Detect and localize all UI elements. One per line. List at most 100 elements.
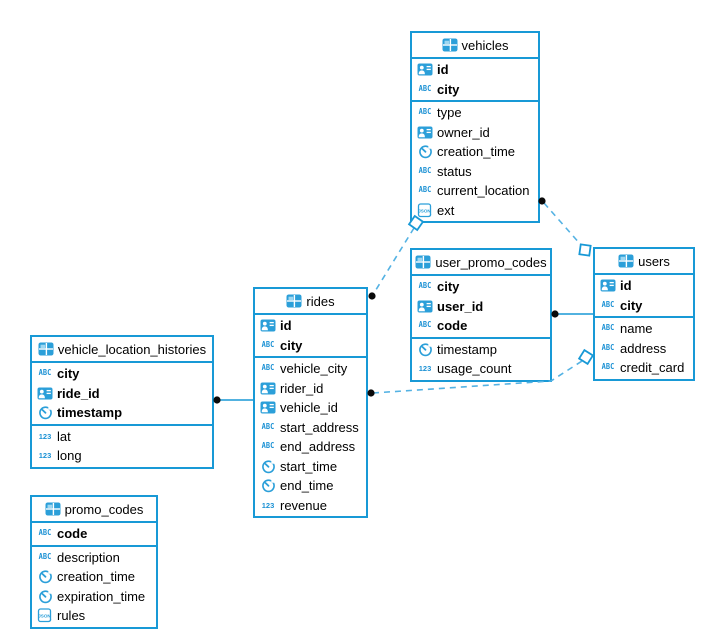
id-card-icon [259,401,277,414]
field-label: expiration_time [57,588,146,604]
table-title: rides [306,293,335,309]
field-label: city [280,337,303,353]
field-label: name [620,321,653,337]
text-type-icon: ABC [38,552,52,562]
table-grid-icon [442,38,458,52]
field-label: city [57,366,80,382]
field-label: start_address [280,419,359,435]
field-row-lat[interactable]: 123 lat [32,426,212,446]
time-icon [36,569,54,584]
table-header[interactable]: vehicle_location_histories [32,337,212,363]
svg-text:JSON: JSON [38,614,51,619]
field-row-creation_time[interactable]: creation_time [32,567,156,587]
field-row-id[interactable]: id [595,276,693,296]
field-row-id[interactable]: id [255,316,366,336]
field-label: revenue [280,497,327,513]
field-label: vehicle_city [280,361,348,377]
text-type-icon: ABC [601,300,615,310]
svg-text:JSON: JSON [418,208,431,213]
field-label: lat [57,428,71,444]
field-row-id[interactable]: id [412,60,538,80]
time-icon [416,144,434,159]
field-row-ride_id[interactable]: ride_id [32,383,212,403]
table-title: promo_codes [64,501,144,517]
field-row-timestamp[interactable]: timestamp [412,339,550,359]
table-header[interactable]: promo_codes [32,497,156,523]
number-icon: 123 [418,364,432,373]
field-label: rider_id [280,380,324,396]
text-type-icon: ABC [38,368,52,378]
field-row-timestamp[interactable]: timestamp [32,403,212,423]
table-title: user_promo_codes [435,254,547,270]
text-type-icon: ABC [38,528,52,538]
text-type-icon: ABC [601,343,615,353]
field-row-ext[interactable]: JSON ext [412,200,538,220]
number-icon: 123 [38,431,52,441]
time-icon [36,589,54,604]
field-row-user_id[interactable]: user_id [412,296,550,316]
field-label: long [57,448,82,464]
field-label: creation_time [57,569,136,585]
field-label: city [437,81,460,97]
table-header[interactable]: users [595,249,693,275]
table-header[interactable]: vehicles [412,33,538,59]
field-label: status [437,163,472,179]
field-label: owner_id [437,124,490,140]
field-row-owner_id[interactable]: owner_id [412,122,538,142]
field-row-rider_id[interactable]: rider_id [255,378,366,398]
field-label: id [280,318,292,334]
table-grid-icon [38,342,54,356]
field-label: ext [437,202,455,218]
field-row-expiration_time[interactable]: expiration_time [32,586,156,606]
table-header[interactable]: rides [255,289,366,315]
field-row-creation_time[interactable]: creation_time [412,142,538,162]
field-row-city[interactable]: ABC city [32,364,212,384]
field-row-end_time[interactable]: end_time [255,476,366,496]
field-row-vehicle_id[interactable]: vehicle_id [255,398,366,418]
field-label: usage_count [437,361,512,377]
id-card-icon [416,63,434,76]
relationship-user_promo_codes-users[interactable] [551,310,594,318]
field-row-start_time[interactable]: start_time [255,456,366,476]
field-label: credit_card [620,360,685,376]
field-label: city [437,279,460,295]
id-card-icon [36,387,54,400]
relationship-vehicle_location_histories-rides[interactable] [213,396,255,404]
field-row-usage_count[interactable]: 123 usage_count [412,359,550,379]
table-header[interactable]: user_promo_codes [412,250,550,276]
time-icon [259,478,277,493]
field-label: timestamp [437,341,497,357]
relationship-vehicles-users[interactable] [538,197,592,257]
